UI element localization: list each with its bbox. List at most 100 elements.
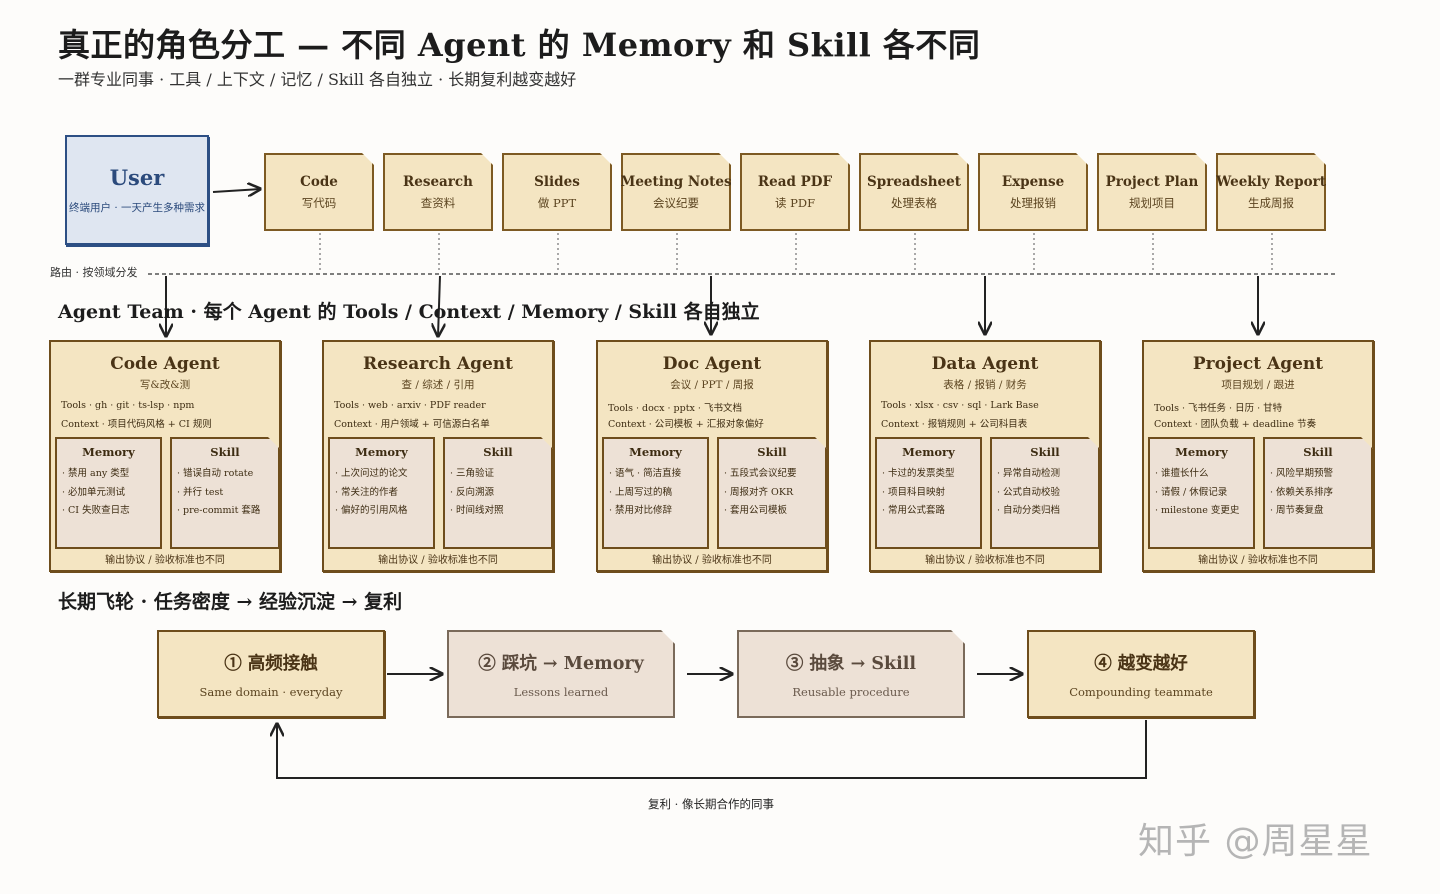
agent-title: Code Agent xyxy=(110,354,220,374)
memory-item: · 禁用 any 类型 xyxy=(62,468,130,479)
skill-item: · 并行 test xyxy=(177,486,224,498)
user-title: User xyxy=(109,165,165,190)
memory-item: · 项目科目映射 xyxy=(882,486,946,498)
memory-item: · 上次问过的论文 xyxy=(335,468,408,479)
routing-label: 路由 · 按领域分发 xyxy=(50,266,138,279)
task-drop-lines xyxy=(319,233,1273,272)
watermark: 知乎 @周星星 xyxy=(1138,821,1373,862)
memory-item: · 卡过的发票类型 xyxy=(882,468,955,479)
loop-label: 复利 · 像长期合作的同事 xyxy=(648,797,774,811)
memory-heading: Memory xyxy=(902,445,955,459)
skill-item: · 公式自动校验 xyxy=(997,486,1061,498)
agent-title: Project Agent xyxy=(1192,354,1324,374)
flywheel-step-skill: ③ 抽象 → Skill Reusable procedure xyxy=(737,630,965,718)
skill-panel: Skill · 三角验证 · 反向溯源 · 时间线对照 xyxy=(443,437,553,549)
memory-item: · 必加单元测试 xyxy=(62,486,126,498)
flywheel-subtitle: Reusable procedure xyxy=(792,684,910,699)
skill-item: · pre-commit 套路 xyxy=(177,505,261,516)
agent-title: Research Agent xyxy=(362,354,514,374)
page-subtitle: 一群专业同事 · 工具 / 上下文 / 记忆 / Skill 各自独立 · 长期… xyxy=(58,70,577,89)
memory-item: · 偏好的引用风格 xyxy=(335,505,408,516)
skill-heading: Skill xyxy=(1303,445,1333,459)
task-name: Code xyxy=(300,173,338,190)
memory-item: · 禁用对比修辞 xyxy=(609,505,673,516)
memory-panel: Memory · 上次问过的论文 · 常关注的作者 · 偏好的引用风格 xyxy=(328,437,435,549)
task-card-slides: Slides 做 PPT xyxy=(502,153,612,231)
skill-heading: Skill xyxy=(1030,445,1060,459)
skill-item: · 周报对齐 OKR xyxy=(724,486,794,498)
memory-item: · 常关注的作者 xyxy=(335,486,399,498)
memory-panel: Memory · 语气 · 简洁直接 · 上周写过的稿 · 禁用对比修辞 xyxy=(602,437,709,549)
memory-item: · CI 失败查日志 xyxy=(62,505,130,516)
flywheel-title: ① 高频接触 xyxy=(224,653,318,674)
memory-panel: Memory · 谁擅长什么 · 请假 / 休假记录 · milestone 变… xyxy=(1148,437,1255,549)
task-subtitle: 处理表格 xyxy=(891,195,937,210)
task-card-code: Code 写代码 xyxy=(264,153,374,231)
skill-panel: Skill · 错误自动 rotate · 并行 test · pre-comm… xyxy=(170,437,280,549)
flywheel-subtitle: Lessons learned xyxy=(513,684,609,699)
agent-footer: 输出协议 / 验收标准也不同 xyxy=(1198,555,1318,566)
agent-subtitle: 表格 / 报销 / 财务 xyxy=(943,379,1027,391)
skill-panel: Skill · 风险早期预警 · 依赖关系排序 · 周节奏复盘 xyxy=(1263,437,1373,549)
agent-context: Context · 公司模板 + 汇报对象偏好 xyxy=(608,419,764,430)
task-name: Project Plan xyxy=(1105,173,1199,190)
agent-card-project: Project Agent 项目规划 / 跟进 Tools · 飞书任务 · 日… xyxy=(1142,340,1374,572)
flywheel-step-frequent-contact: ① 高频接触 Same domain · everyday xyxy=(157,630,385,718)
skill-heading: Skill xyxy=(757,445,787,459)
agent-footer: 输出协议 / 验收标准也不同 xyxy=(105,555,225,566)
page-title: 真正的角色分工 — 不同 Agent 的 Memory 和 Skill 各不同 xyxy=(58,26,981,64)
agent-subtitle: 项目规划 / 跟进 xyxy=(1221,379,1295,391)
user-node: User 终端用户 · 一天产生多种需求 xyxy=(65,135,209,245)
task-card-project-plan: Project Plan 规划项目 xyxy=(1097,153,1207,231)
agent-tools: Tools · web · arxiv · PDF reader xyxy=(334,400,486,411)
agent-title: Doc Agent xyxy=(662,354,762,374)
flywheel-subtitle: Compounding teammate xyxy=(1069,684,1213,699)
agent-context: Context · 报销规则 + 公司科目表 xyxy=(881,419,1028,430)
agent-card-doc: Doc Agent 会议 / PPT / 周报 Tools · docx · p… xyxy=(596,340,828,572)
memory-heading: Memory xyxy=(1175,445,1228,459)
task-subtitle: 查资料 xyxy=(420,195,456,210)
skill-item: · 套用公司模板 xyxy=(724,505,788,516)
flywheel-subtitle: Same domain · everyday xyxy=(199,684,343,699)
skill-item: · 自动分类归档 xyxy=(997,505,1061,516)
agent-card-research: Research Agent 查 / 综述 / 引用 Tools · web ·… xyxy=(322,340,554,572)
agent-tools: Tools · docx · pptx · 飞书文档 xyxy=(608,403,742,414)
flywheel-title: ② 踩坑 → Memory xyxy=(478,653,644,674)
skill-item: · 错误自动 rotate xyxy=(177,468,254,479)
task-subtitle: 规划项目 xyxy=(1129,195,1175,210)
memory-heading: Memory xyxy=(629,445,682,459)
agent-context: Context · 团队负载 + deadline 节奏 xyxy=(1154,419,1317,430)
task-card-weekly-report: Weekly Report 生成周报 xyxy=(1216,153,1326,231)
memory-panel: Memory · 卡过的发票类型 · 项目科目映射 · 常用公式套路 xyxy=(875,437,982,549)
skill-heading: Skill xyxy=(483,445,513,459)
memory-heading: Memory xyxy=(355,445,408,459)
skill-item: · 风险早期预警 xyxy=(1270,468,1334,479)
agent-card-data: Data Agent 表格 / 报销 / 财务 Tools · xlsx · c… xyxy=(869,340,1101,572)
flywheel-step-memory: ② 踩坑 → Memory Lessons learned xyxy=(447,630,675,718)
flywheel-title: ④ 越变越好 xyxy=(1094,653,1188,674)
task-name: Spreadsheet xyxy=(867,173,961,190)
flywheel-step-compounding: ④ 越变越好 Compounding teammate xyxy=(1027,630,1255,718)
agent-card-code: Code Agent 写&改&测 Tools · gh · git · ts-l… xyxy=(49,340,281,572)
agent-subtitle: 会议 / PPT / 周报 xyxy=(670,379,754,391)
agent-tools: Tools · xlsx · csv · sql · Lark Base xyxy=(881,400,1039,411)
task-subtitle: 处理报销 xyxy=(1010,195,1056,210)
flywheel-arrows xyxy=(277,674,1147,779)
agent-footer: 输出协议 / 验收标准也不同 xyxy=(378,555,498,566)
task-card-expense: Expense 处理报销 xyxy=(978,153,1088,231)
skill-item: · 反向溯源 xyxy=(450,486,495,498)
task-name: Weekly Report xyxy=(1216,173,1326,190)
task-card-research: Research 查资料 xyxy=(383,153,493,231)
agent-subtitle: 写&改&测 xyxy=(139,379,191,391)
skill-item: · 异常自动检测 xyxy=(997,468,1061,479)
task-name: Expense xyxy=(1001,173,1065,190)
agent-title: Data Agent xyxy=(931,354,1039,374)
task-name: Slides xyxy=(534,173,580,190)
task-subtitle: 生成周报 xyxy=(1248,195,1294,210)
skill-heading: Skill xyxy=(210,445,240,459)
memory-item: · 上周写过的稿 xyxy=(609,486,673,498)
task-card-read-pdf: Read PDF 读 PDF xyxy=(740,153,850,231)
task-name: Meeting Notes xyxy=(620,173,732,190)
skill-item: · 五段式会议纪要 xyxy=(724,468,797,479)
task-subtitle: 写代码 xyxy=(301,195,337,210)
